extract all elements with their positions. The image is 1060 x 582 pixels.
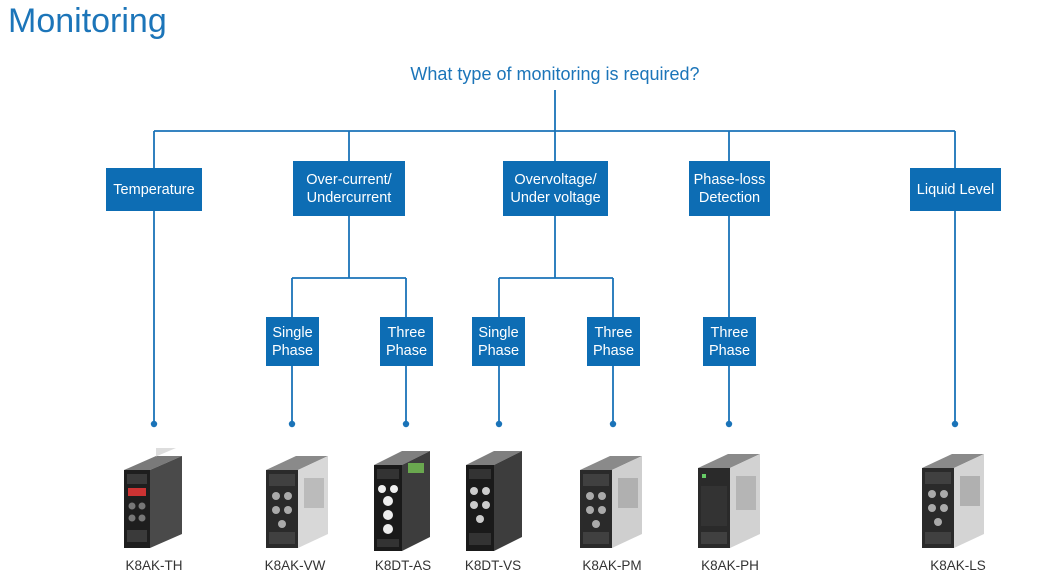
category-label: Liquid Level bbox=[916, 181, 995, 198]
category-label: Phase-loss Detection bbox=[693, 171, 766, 206]
product-image-k8ak-ls bbox=[922, 454, 984, 548]
product-image-k8ak-ph bbox=[698, 454, 760, 548]
product-image-k8ak-pm bbox=[580, 456, 642, 548]
page-title: Monitoring bbox=[8, 2, 167, 40]
category-label: Temperature bbox=[113, 181, 195, 198]
subtype-label: Three Phase bbox=[708, 324, 751, 359]
subtype-current-single-phase: Single Phase bbox=[266, 317, 319, 366]
category-label: Over-current/ Undercurrent bbox=[306, 171, 392, 206]
product-label-k8ak-ph: K8AK-PH bbox=[701, 558, 759, 573]
category-liquid-level: Liquid Level bbox=[910, 168, 1001, 211]
subtype-label: Single Phase bbox=[477, 324, 520, 359]
subtype-label: Three Phase bbox=[592, 324, 635, 359]
category-overvoltage: Overvoltage/ Under voltage bbox=[503, 161, 608, 216]
category-label: Overvoltage/ Under voltage bbox=[510, 171, 601, 206]
product-label-k8ak-vw: K8AK-VW bbox=[264, 558, 326, 573]
subtype-voltage-single-phase: Single Phase bbox=[472, 317, 525, 366]
product-image-k8dt-as bbox=[374, 451, 430, 551]
product-image-k8ak-vw bbox=[266, 456, 328, 548]
question-heading: What type of monitoring is required? bbox=[410, 64, 700, 84]
product-image-k8dt-vs bbox=[466, 451, 522, 551]
subtype-label: Single Phase bbox=[271, 324, 314, 359]
category-overcurrent: Over-current/ Undercurrent bbox=[293, 161, 405, 216]
subtype-current-three-phase: Three Phase bbox=[380, 317, 433, 366]
subtype-voltage-three-phase: Three Phase bbox=[587, 317, 640, 366]
product-image-k8ak-th bbox=[124, 448, 182, 548]
category-temperature: Temperature bbox=[106, 168, 202, 211]
subtype-label: Three Phase bbox=[385, 324, 428, 359]
subtype-phase-loss-three-phase: Three Phase bbox=[703, 317, 756, 366]
product-label-k8ak-th: K8AK-TH bbox=[125, 558, 183, 573]
product-label-k8dt-as: K8DT-AS bbox=[374, 558, 432, 573]
product-label-k8ak-pm: K8AK-PM bbox=[582, 558, 642, 573]
category-phase-loss: Phase-loss Detection bbox=[689, 161, 770, 216]
product-label-k8ak-ls: K8AK-LS bbox=[930, 558, 986, 573]
product-label-k8dt-vs: K8DT-VS bbox=[464, 558, 522, 573]
